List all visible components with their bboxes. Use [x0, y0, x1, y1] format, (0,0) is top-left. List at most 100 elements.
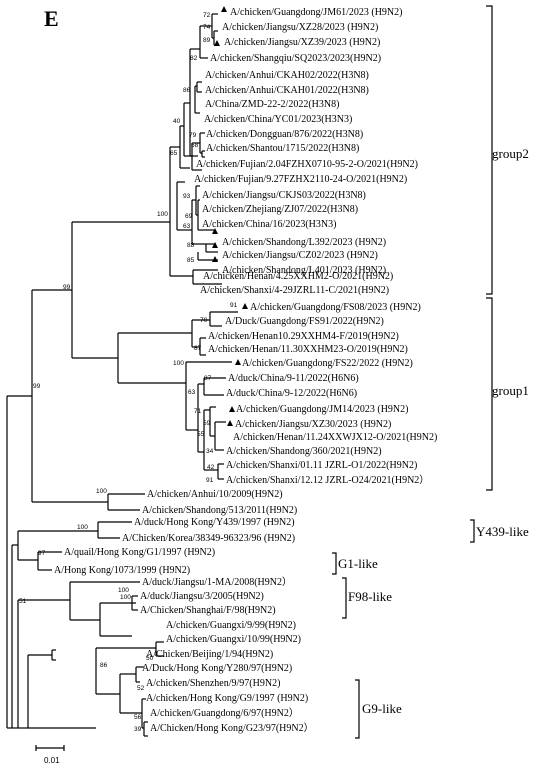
- bootstrap-value: 86: [183, 87, 191, 94]
- taxon-label: A/chicken/Jiangsu/XZ39/2023 (H9N2): [224, 37, 380, 48]
- bootstrap-value: 39: [134, 726, 142, 733]
- taxon-label: A/Chicken/Korea/38349-96323/96 (H9N2): [122, 533, 295, 544]
- taxon-label: A/chicken/Henan/11.30XXHM23-O/2019(H9N2): [208, 344, 408, 355]
- bootstrap-value: 100: [118, 587, 129, 594]
- bootstrap-value: 69: [185, 213, 193, 220]
- triangle-marker-icon: [212, 242, 218, 248]
- y439-like-label: Y439-like: [476, 524, 529, 539]
- bootstrap-value: 88: [187, 242, 195, 249]
- taxon-label: A/chicken/Shandong/L401/2023 (H9N2): [222, 265, 386, 276]
- bootstrap-value: 71: [194, 408, 202, 415]
- group1-bracket: [486, 297, 493, 491]
- taxon-label: A/chicken/Guangxi/10/99(H9N2): [166, 634, 301, 645]
- bootstrap-values: 72 74 89 82 86 40 79 68 65 93 69 63 88 8…: [19, 12, 238, 733]
- tree-branches: [6, 13, 238, 737]
- g1-like-bracket: [332, 552, 337, 575]
- taxon-label: A/chicken/Guangdong/JM61/2023 (H9N2): [230, 7, 402, 18]
- bootstrap-value: 89: [203, 37, 211, 44]
- taxon-label: A/duck/Jiangsu/1-MA/2008(H9N2）: [142, 576, 292, 588]
- triangle-marker-icon: [235, 359, 241, 365]
- bootstrap-value: 99: [33, 383, 41, 390]
- g9-like-label: G9-like: [362, 701, 402, 716]
- bootstrap-value: 63: [188, 389, 196, 396]
- taxon-label: A/chicken/Hong Kong/G9/1997 (H9N2): [146, 693, 308, 704]
- bootstrap-value: 100: [157, 211, 168, 218]
- triangle-marker-icon: [229, 406, 235, 412]
- bootstrap-value: 52: [137, 685, 145, 692]
- taxon-label: A/China/ZMD-22-2/2022(H3N8): [205, 99, 339, 110]
- taxon-label: A/chicken/Jiangsu/XZ28/2023 (H9N2): [222, 22, 378, 33]
- bootstrap-value: 68: [191, 142, 199, 149]
- taxon-label: A/chicken/Henan10.29XXHM4-F/2019(H9N2): [208, 331, 399, 342]
- taxon-label: A/duck/Jiangsu/3/2005(H9N2): [140, 591, 264, 602]
- taxon-label: A/chicken/China/16/2023(H3N3): [202, 219, 336, 230]
- bootstrap-value: 100: [77, 524, 88, 531]
- taxon-label: A/chicken/Shandong/L392/2023 (H9N2): [222, 237, 386, 248]
- taxon-label: A/chicken/Guangdong/FS22/2022 (H9N2): [242, 358, 413, 369]
- triangle-marker-icon: [212, 256, 218, 262]
- bootstrap-value: 100: [173, 360, 184, 367]
- bootstrap-value: 70: [200, 317, 208, 324]
- taxon-label: A/quail/Hong Kong/G1/1997 (H9N2): [64, 547, 215, 558]
- taxon-label: A/chicken/Guangdong/6/97(H9N2）: [150, 707, 299, 719]
- taxon-label: A/chicken/Shanxi/01.11 JZRL-O1/2022(H9N2…: [226, 460, 417, 471]
- triangle-marker-icon: [227, 420, 233, 426]
- taxon-label: A/duck/China/9-11/2022(H6N6): [228, 373, 359, 384]
- taxon-label: A/chicken/Shandong/360/2021(H9N2): [226, 446, 382, 457]
- bootstrap-value: 63: [183, 223, 191, 230]
- taxon-label: A/chicken/Shanxi/12.12 JZRL-O24/2021(H9N…: [226, 474, 429, 486]
- group2-label: group2: [492, 146, 529, 161]
- group2-bracket: [486, 5, 493, 295]
- g9-like-bracket: [355, 679, 360, 739]
- y439-like-bracket: [470, 519, 475, 543]
- taxon-label: A/chicken/Guangdong/JM14/2023 (H9N2): [236, 404, 408, 415]
- bootstrap-value: 74: [203, 24, 211, 31]
- highlight-markers: [212, 6, 248, 426]
- taxon-label: A/chicken/Shantou/1715/2022(H3N8): [206, 143, 359, 154]
- f98-like-label: F98-like: [348, 589, 392, 604]
- taxon-label: A/chicken/Shandong/513/2011(H9N2): [142, 505, 297, 516]
- taxon-label: A/chicken/Shanxi/4-29JZRL11-C/2021(H9N2): [200, 285, 389, 296]
- taxon-label: A/chicken/Guangdong/FS08/2023 (H9N2): [250, 302, 421, 313]
- taxon-label: A/chicken/Shangqiu/SQ2023/2023(H9N2): [210, 53, 381, 64]
- bootstrap-value: 79: [189, 132, 197, 139]
- taxon-label: A/chicken/Jiangsu/CZ02/2023 (H9N2): [222, 250, 378, 261]
- taxon-label: A/Duck/Guangdong/FS91/2022(H9N2): [225, 316, 384, 327]
- bootstrap-value: 82: [190, 55, 198, 62]
- taxon-label: A/chicken/Shenzhen/9/97(H9N2): [146, 678, 280, 689]
- taxon-label: A/chicken/Anhui/CKAH02/2022(H3N8): [205, 70, 369, 81]
- taxon-label: A/duck/China/9-12/2022(H6N6): [226, 388, 357, 399]
- bootstrap-value: 65: [170, 150, 178, 157]
- taxon-label: A/chicken/Guangxi/9/99(H9N2): [166, 620, 296, 631]
- bootstrap-value: 100: [96, 488, 107, 495]
- taxon-label: A/Duck/Hong Kong/Y280/97(H9N2): [142, 663, 292, 674]
- bootstrap-value: 97: [38, 550, 46, 557]
- bootstrap-value: 56: [134, 714, 142, 721]
- taxon-label: A/Chicken/Hong Kong/G23/97(H9N2）: [150, 722, 314, 734]
- taxon-label: A/duck/Hong Kong/Y439/1997 (H9N2): [134, 517, 295, 528]
- bootstrap-value: 100: [120, 594, 131, 601]
- taxon-label: A/chicken/Fujian/9.27FZHX2110-24-O/2021(…: [194, 174, 407, 185]
- panel-label: E: [44, 6, 59, 31]
- bootstrap-value: 87: [204, 375, 212, 382]
- bootstrap-value: 91: [206, 477, 214, 484]
- triangle-marker-icon: [242, 303, 248, 309]
- bootstrap-value: 72: [203, 12, 211, 19]
- taxon-label: A/chicken/Anhui/10/2009(H9N2): [147, 489, 283, 500]
- triangle-marker-icon: [212, 228, 218, 234]
- taxon-label: A/chicken/Henan/4.25XXHM2-O/2021(H9N2): [203, 271, 393, 282]
- g1-like-label: G1-like: [338, 556, 378, 571]
- group1-label: group1: [492, 383, 529, 398]
- bootstrap-value: 87: [194, 345, 202, 352]
- taxon-label: A/chicken/China/YC01/2023(H3N3): [204, 114, 352, 125]
- bootstrap-value: 50: [146, 655, 154, 662]
- taxon-label: A/chicken/Jiangsu/CKJS03/2022(H3N8): [202, 190, 366, 201]
- scale-bar: 0.01: [35, 745, 65, 765]
- bootstrap-value: 51: [19, 598, 27, 605]
- bootstrap-value: 42: [207, 464, 215, 471]
- bootstrap-value: 86: [100, 662, 108, 669]
- bootstrap-value: 91: [230, 302, 238, 309]
- taxon-labels: A/chicken/Guangdong/JM61/2023 (H9N2) A/c…: [54, 7, 437, 734]
- taxon-label: A/chicken/Dongguan/876/2022(H3N8): [206, 129, 363, 140]
